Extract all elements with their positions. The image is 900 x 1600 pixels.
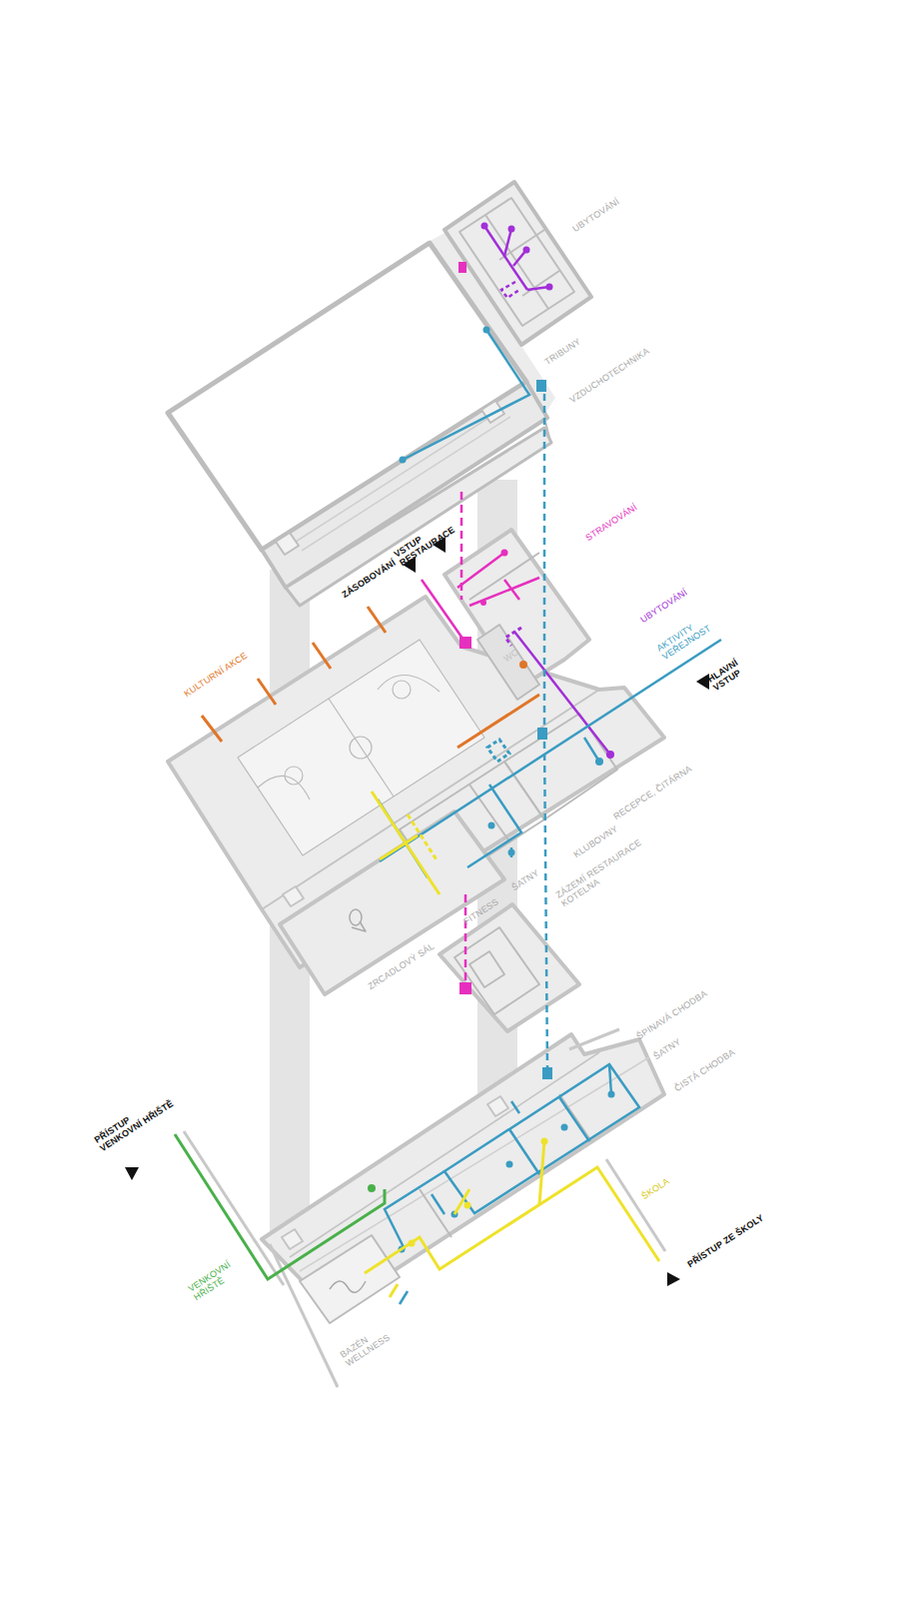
zone-label: HLAVNÍ VSTUP [706, 655, 750, 694]
zone-label: AKTIVITY VEŘEJNOST [655, 613, 717, 663]
yellow-routes [364, 791, 660, 1297]
zone-label: VZDUCHOTECHNIKA [567, 345, 652, 405]
zone-label: PŘÍSTUP VENKOVNÍ HŘIŠTĚ [92, 1087, 179, 1154]
blue-routes [377, 326, 722, 1305]
zone-label: ŠPINAVÁ CHODBA [634, 987, 710, 1041]
purple-routes [481, 222, 616, 760]
zone-label: ŠATNY [651, 1035, 683, 1061]
zone-label: STRAVOVÁNÍ [583, 501, 639, 543]
site-paths [183, 1028, 666, 1387]
zone-label: ŠKOLA [639, 1174, 672, 1201]
zone-label: VSTUP RESTAURACE [392, 514, 460, 569]
zone-label: ČISTÁ CHODBA [672, 1045, 737, 1093]
middle-floor [167, 529, 665, 1031]
zone-label: UBYTOVÁNÍ [638, 586, 690, 625]
zone-label: FITNESS [461, 896, 501, 926]
zone-label: UBYTOVÁNÍ [570, 195, 622, 234]
zone-label: ZÁZEMÍ RESTAURACE KOTELNA [554, 836, 653, 909]
green-route [174, 1133, 385, 1279]
zone-label: ZRCADLOVÝ SÁL [365, 939, 436, 991]
zone-label: BAZÉN WELLNESS [338, 1321, 396, 1369]
zone-label: PŘÍSTUP ZE ŠKOLY [685, 1211, 766, 1269]
zone-label: ŠATNY [509, 867, 541, 893]
entrance-markers [124, 536, 710, 1286]
upper-floor [167, 181, 592, 606]
zone-label: ZÁSOBOVÁNÍ [339, 557, 398, 600]
zone-label: TRIBUNY [542, 335, 583, 367]
zone-label: KULTURNÍ AKCE [181, 649, 249, 699]
zone-label: WC [501, 646, 521, 664]
lower-floor [261, 1033, 665, 1323]
orange-routes [201, 606, 540, 748]
zone-label: VENKOVNÍ HŘIŠTĚ [186, 1256, 242, 1303]
zone-label: RECEPCE, ČITÁRNA [611, 763, 694, 822]
